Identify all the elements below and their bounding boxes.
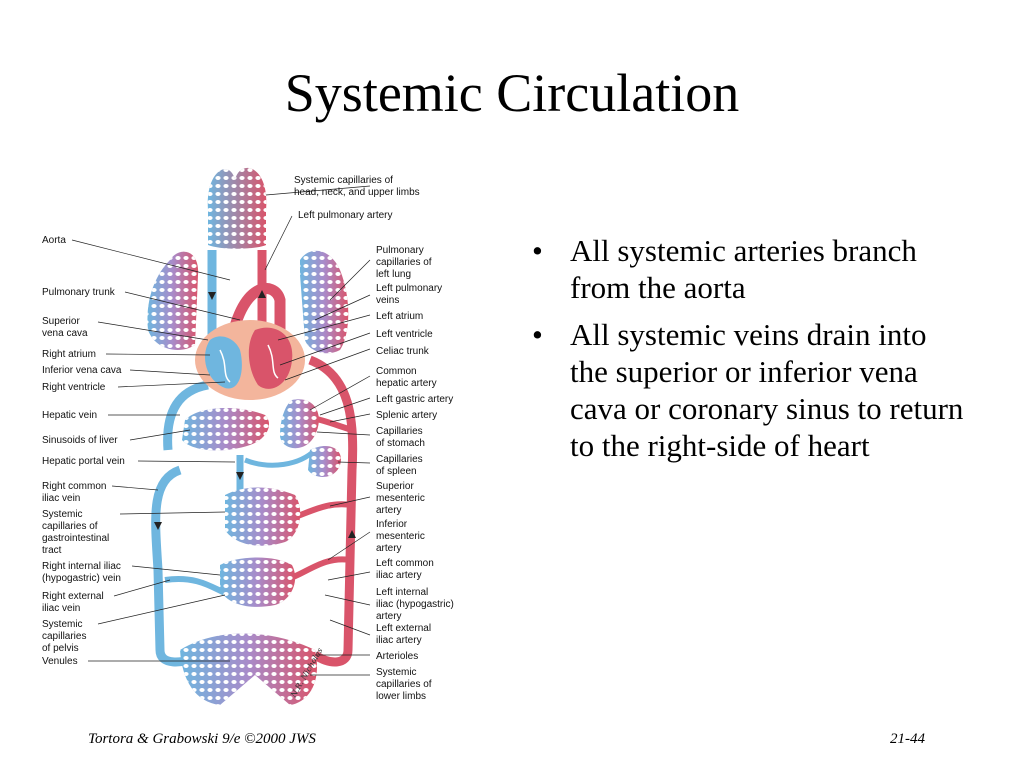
label-systemic-capillaries-gi-4: tract <box>42 545 62 556</box>
pelvis-capillary-bed <box>220 557 296 607</box>
label-capillaries-of-stomach: Capillaries <box>376 426 423 437</box>
bullet-icon: • <box>532 233 543 268</box>
label-systemic-capillaries-gi-2: capillaries of <box>42 521 98 532</box>
arrow-icon <box>348 530 356 538</box>
slide-title: Systemic Circulation <box>284 63 740 123</box>
label-systemic-capillaries-pelvis-3: of pelvis <box>42 643 79 654</box>
label-hepatic-portal-vein: Hepatic portal vein <box>42 456 125 467</box>
systemic-circulation-diagram: Aorta Pulmonary trunk Superior vena cava… <box>30 150 480 710</box>
label-systemic-capillaries-pelvis: Systemic <box>42 619 83 630</box>
label-superior-vena-cava-2: vena cava <box>42 328 88 339</box>
label-capillaries-of-stomach-2: of stomach <box>376 438 425 449</box>
label-systemic-capillaries-lower-limbs-3: lower limbs <box>376 691 426 702</box>
footer-credit: Tortora & Grabowski 9/e ©2000 JWS <box>88 731 316 747</box>
label-right-external-iliac-vein: Right external <box>42 591 104 602</box>
label-left-pulmonary-artery: Left pulmonary artery <box>298 210 393 221</box>
label-systemic-capillaries-lower-limbs: Systemic <box>376 667 417 678</box>
left-labels: Aorta Pulmonary trunk Superior vena cava… <box>42 235 125 667</box>
label-left-ventricle: Left ventricle <box>376 329 433 340</box>
right-lung-bed <box>147 251 199 350</box>
label-left-common-iliac-artery-2: iliac artery <box>376 570 422 581</box>
label-right-internal-iliac-vein-2: (hypogastric) vein <box>42 573 121 584</box>
bullet-item: • All systemic arteries branch from the … <box>530 232 970 306</box>
bullet-item: • All systemic veins drain into the supe… <box>530 316 970 464</box>
label-common-hepatic-artery-2: hepatic artery <box>376 378 437 389</box>
right-labels: Systemic capillaries of head, neck, and … <box>294 175 454 702</box>
label-capillaries-of-spleen-2: of spleen <box>376 466 417 477</box>
spleen-capillary-bed <box>308 445 341 477</box>
label-systemic-capillaries-lower-limbs-2: capillaries of <box>376 679 432 690</box>
label-left-gastric-artery: Left gastric artery <box>376 394 453 405</box>
left-lung-bed <box>300 250 349 354</box>
label-sinusoids-of-liver: Sinusoids of liver <box>42 435 118 446</box>
label-splenic-artery: Splenic artery <box>376 410 437 421</box>
label-inferior-mesenteric-artery: Inferior <box>376 519 408 530</box>
label-left-external-iliac-artery: Left external <box>376 623 431 634</box>
label-systemic-capillaries-pelvis-2: capillaries <box>42 631 86 642</box>
label-hepatic-vein: Hepatic vein <box>42 410 97 421</box>
label-capillaries-of-spleen: Capillaries <box>376 454 423 465</box>
label-right-ventricle: Right ventricle <box>42 382 106 393</box>
page-number: 21-44 <box>890 731 925 747</box>
label-aorta: Aorta <box>42 235 66 246</box>
label-pulmonary-trunk: Pulmonary trunk <box>42 287 116 298</box>
arrow-icon <box>236 472 244 480</box>
lower-limbs-capillary-bed <box>180 633 318 705</box>
label-superior-mesenteric-artery-2: mesenteric <box>376 493 425 504</box>
label-pulmonary-capillaries-3: left lung <box>376 269 411 280</box>
label-left-internal-iliac-artery: Left internal <box>376 587 428 598</box>
label-inferior-vena-cava: Inferior vena cava <box>42 365 122 376</box>
label-left-atrium: Left atrium <box>376 311 423 322</box>
label-pulmonary-capillaries-2: capillaries of <box>376 257 432 268</box>
label-right-common-iliac-vein-2: iliac vein <box>42 493 80 504</box>
label-pulmonary-capillaries: Pulmonary <box>376 245 424 256</box>
label-left-external-iliac-artery-2: iliac artery <box>376 635 422 646</box>
label-left-pulmonary-veins-2: veins <box>376 295 399 306</box>
label-right-external-iliac-vein-2: iliac vein <box>42 603 80 614</box>
bullet-list: • All systemic arteries branch from the … <box>530 232 970 474</box>
bullet-icon: • <box>532 317 543 352</box>
heart <box>195 320 305 400</box>
label-left-internal-iliac-artery-2: iliac (hypogastric) <box>376 599 454 610</box>
label-left-common-iliac-artery: Left common <box>376 558 434 569</box>
label-venules: Venules <box>42 656 78 667</box>
label-head-capillaries: Systemic capillaries of <box>294 175 393 186</box>
arrow-icon <box>208 292 216 300</box>
bullet-text: All systemic veins drain into the superi… <box>570 317 964 463</box>
label-inferior-mesenteric-artery-3: artery <box>376 543 402 554</box>
arrow-icon <box>154 522 162 530</box>
label-right-atrium: Right atrium <box>42 349 96 360</box>
label-common-hepatic-artery: Common <box>376 366 417 377</box>
leader-lines <box>71 185 371 676</box>
label-left-internal-iliac-artery-3: artery <box>376 611 402 622</box>
label-head-capillaries-2: head, neck, and upper limbs <box>294 187 420 198</box>
bullet-text: All systemic arteries branch from the ao… <box>570 233 917 305</box>
label-right-internal-iliac-vein: Right internal iliac <box>42 561 121 572</box>
label-left-pulmonary-veins: Left pulmonary <box>376 283 442 294</box>
head-capillary-bed <box>207 167 267 249</box>
label-superior-vena-cava: Superior <box>42 316 80 327</box>
arrow-icon <box>258 290 266 298</box>
label-superior-mesenteric-artery-3: artery <box>376 505 402 516</box>
liver-capillary-bed <box>182 408 270 451</box>
flow-arrows <box>154 290 356 538</box>
label-celiac-trunk: Celiac trunk <box>376 346 430 357</box>
label-superior-mesenteric-artery: Superior <box>376 481 414 492</box>
gastrointestinal-capillary-bed <box>225 487 301 546</box>
label-systemic-capillaries-gi: Systemic <box>42 509 83 520</box>
label-right-common-iliac-vein: Right common <box>42 481 106 492</box>
label-arterioles: Arterioles <box>376 651 418 662</box>
label-systemic-capillaries-gi-3: gastrointestinal <box>42 533 109 544</box>
label-inferior-mesenteric-artery-2: mesenteric <box>376 531 425 542</box>
stomach-capillary-bed <box>280 399 319 449</box>
